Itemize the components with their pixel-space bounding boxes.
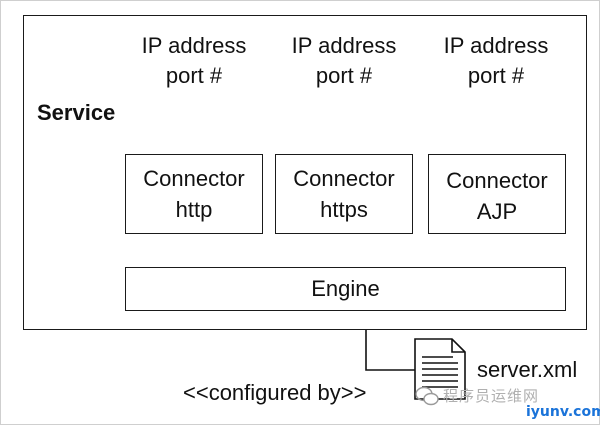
port-label-1: IP address port # [134,31,254,91]
watermark-brand: 程序员运维网 [443,387,540,405]
port-label-1-line1: IP address [141,33,247,58]
configured-by-label: <<configured by>> [183,380,367,405]
port-label-2: IP address port # [284,31,404,91]
service-label: Service [37,100,116,125]
watermark-logo-icon [414,385,440,407]
connector-http-title: Connector [143,166,245,191]
port-label-3-line2: port # [467,63,525,88]
connector-ajp-title: Connector [446,168,548,193]
engine-label: Engine [311,276,380,301]
port-label-2-line2: port # [315,63,373,88]
port-label-3: IP address port # [436,31,556,91]
document-icon [414,338,466,400]
port-label-3-line1: IP address [443,33,549,58]
connector-https-protocol: https [320,197,368,222]
connector-https-title: Connector [293,166,395,191]
connector-http-protocol: http [175,197,213,222]
connector-http-box: Connector http [125,154,263,234]
port-label-2-line1: IP address [291,33,397,58]
service-to-config-line [365,329,415,371]
watermark-domain: iyunv.com [526,404,600,420]
connector-ajp-box: Connector AJP [428,154,566,234]
connector-https-box: Connector https [275,154,413,234]
connector-ajp-protocol: AJP [476,199,518,224]
engine-box: Engine [125,267,566,311]
port-label-1-line2: port # [165,63,223,88]
config-file-label: server.xml [477,357,578,382]
